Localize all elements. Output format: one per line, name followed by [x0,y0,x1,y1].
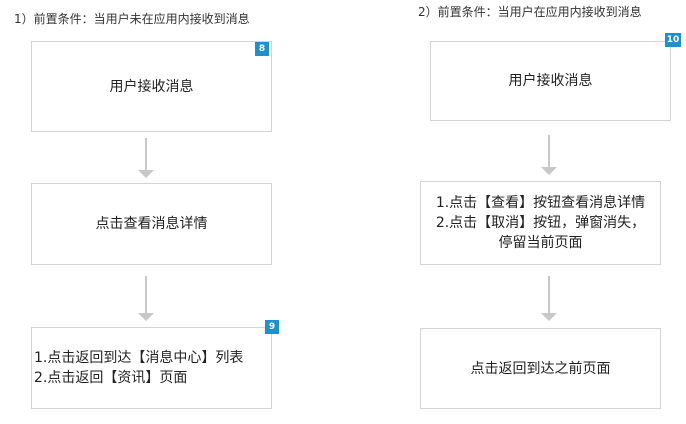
right-step-return-previous: 点击返回到达之前页面 [420,328,661,409]
left-step-1-text: 用户接收消息 [110,77,194,97]
left-step-3-text: 1.点击返回到达【消息中心】列表 2.点击返回【资讯】页面 [32,348,271,388]
right-precondition-title: 2）前置条件：当用户在应用内接收到消息 [418,5,642,19]
left-step-2-text: 点击查看消息详情 [96,214,208,234]
right-arrow-2 [541,276,557,322]
left-step-1-line-1: 用户接收消息 [109,78,194,95]
right-arrow-1 [541,135,557,175]
step-badge-8: 8 [255,42,269,56]
right-step-1-line-1: 用户接收消息 [508,73,593,89]
left-precondition-title: 1）前置条件：当用户未在应用内接收到消息 [14,12,250,26]
right-step-dialog-actions: 1.点击【查看】按钮查看消息详情 2.点击【取消】按钮，弹窗消失， 停留当前页面 [420,181,661,265]
step-badge-9: 9 [265,320,279,334]
left-arrow-2 [138,276,154,322]
right-step-3-line-1: 点击返回到达之前页面 [470,360,611,377]
left-step-2-line-1: 点击查看消息详情 [95,216,208,232]
right-step-2-text: 1.点击【查看】按钮查看消息详情 2.点击【取消】按钮，弹窗消失， 停留当前页面 [436,193,645,253]
right-step-1-text: 用户接收消息 [509,71,593,91]
left-step-view-details: 点击查看消息详情 [31,183,272,265]
right-step-2-line-2: 2.点击【取消】按钮，弹窗消失， [435,215,646,231]
left-step-3-line-1: 1.点击返回到达【消息中心】列表 [34,350,244,366]
right-step-receive-message: 用户接收消息 [430,41,671,121]
left-arrow-1 [138,138,154,178]
right-step-3-text: 点击返回到达之前页面 [471,359,611,379]
left-step-receive-message: 用户接收消息 [31,41,272,132]
right-step-2-line-1: 1.点击【查看】按钮查看消息详情 [435,195,646,211]
step-badge-10: 10 [665,33,681,47]
right-step-2-line-3: 停留当前页面 [498,235,583,251]
left-step-return-actions: 1.点击返回到达【消息中心】列表 2.点击返回【资讯】页面 [31,327,272,409]
left-step-3-line-2: 2.点击返回【资讯】页面 [34,370,188,386]
